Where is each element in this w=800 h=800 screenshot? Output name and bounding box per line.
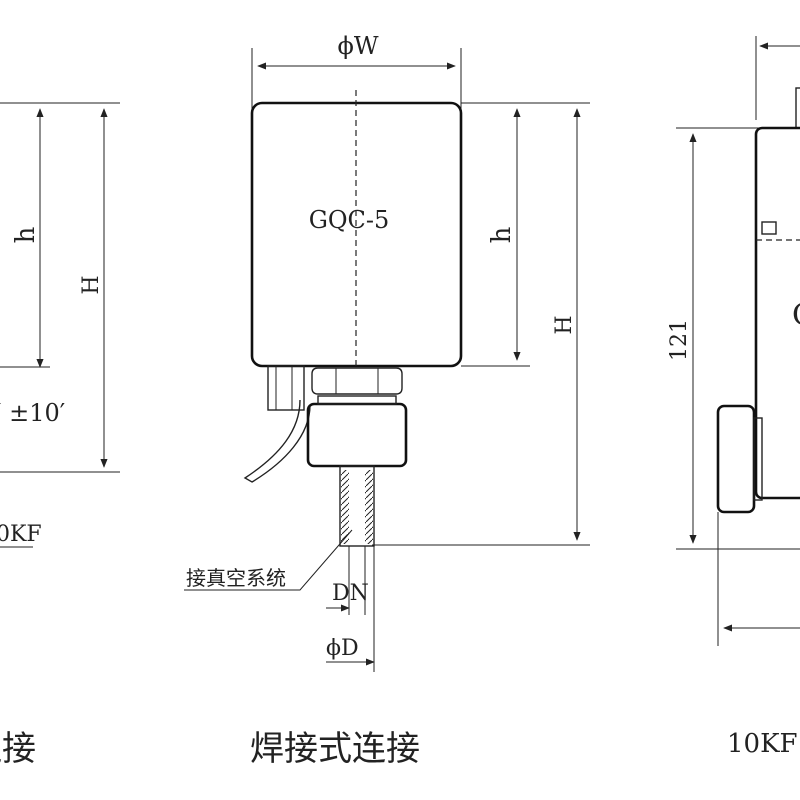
right-partial-label: G — [792, 298, 800, 333]
callout-leader — [184, 529, 353, 591]
cable-gland — [267, 365, 305, 411]
phiD-label: ϕD — [326, 636, 359, 661]
DN-label: DN — [332, 581, 369, 606]
tolerance-label: ′ ±10′ — [0, 399, 65, 427]
left-H-label: H — [79, 275, 104, 294]
center-h-label: h — [487, 226, 517, 243]
left-kf-label: 0KF — [0, 522, 42, 547]
cable — [243, 399, 311, 483]
right-fitting — [761, 221, 777, 235]
body-label: GQC-5 — [309, 206, 390, 234]
right-cap — [795, 87, 800, 129]
weld-tube — [339, 465, 375, 547]
left-caption: 连接 — [0, 729, 36, 769]
right-body — [754, 126, 800, 500]
right-panel: G 121 10KF — [667, 36, 800, 759]
right-collar — [753, 417, 763, 501]
nut-collar — [317, 395, 397, 405]
center-caption: 焊接式连接 — [250, 729, 420, 769]
knurled-nut — [306, 402, 408, 468]
left-panel: h H ′ ±10′ 0KF 连接 — [0, 102, 120, 769]
hex-nut — [311, 367, 403, 395]
right-caption: 10KF — [727, 729, 798, 759]
callout-label: 接真空系统 — [186, 566, 286, 590]
dim-121-label: 121 — [667, 319, 692, 361]
phiW-label: ϕW — [337, 32, 378, 60]
left-h-label: h — [11, 226, 41, 243]
tube-wall-left — [341, 470, 349, 544]
right-knurled-nut — [716, 404, 756, 514]
center-H-label: H — [552, 315, 577, 334]
center-panel: ϕW GQC-5 h H 接真空系统 — [184, 32, 590, 769]
tube-wall-right — [365, 470, 373, 544]
